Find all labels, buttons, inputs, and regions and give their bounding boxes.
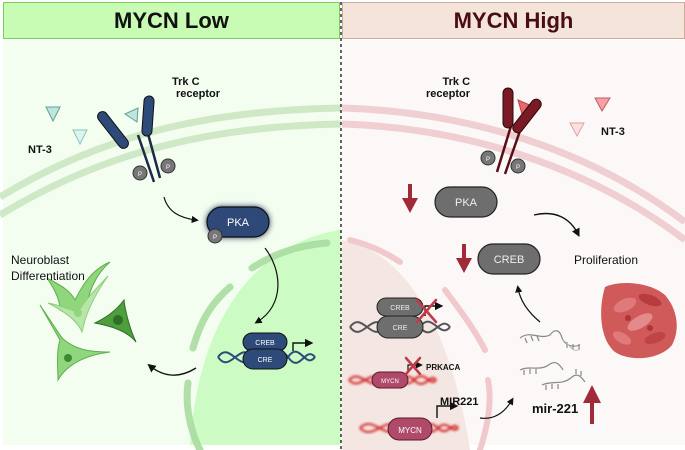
increase-arrow-icon [583, 385, 601, 424]
receptor-label-line2: receptor [426, 88, 471, 100]
mirna-label: mir-221 [532, 401, 578, 416]
transcription-start-arrow [407, 361, 423, 372]
high-nuclear-envelope [347, 237, 493, 450]
ligand-label: NT-3 [28, 144, 52, 156]
cre-node: CRE [376, 315, 424, 339]
transcription-start-arrow [292, 338, 314, 351]
receptor-label-line1: Trk C [172, 76, 200, 88]
nt3-ligand-icon [45, 106, 61, 123]
creb-node: CREB [242, 332, 288, 352]
mycn-small-node: MYCN [371, 371, 409, 389]
phosphate-icon: P [510, 158, 526, 174]
phosphate-icon: P [207, 228, 223, 244]
outcome-label-line2: Differentiation [11, 269, 85, 283]
nt3-ligand-icon [72, 129, 88, 146]
neuron-cell-icon [39, 304, 111, 382]
prkaca-gene-label: PRKACA [426, 363, 460, 372]
mir221-gene-label: MIR221 [440, 396, 479, 408]
svg-text:PKA: PKA [455, 197, 478, 209]
neuron-cell-icon [47, 275, 109, 334]
nt3-ligand-icon [123, 107, 139, 123]
trkc-receptor-icon [495, 87, 542, 175]
receptor-label-line2: receptor [176, 88, 221, 100]
pka-node: PKA [434, 186, 498, 218]
outcome-label-line1: Neuroblast [11, 253, 70, 267]
high-nucleus [342, 240, 470, 450]
phosphate-icon: P [480, 150, 496, 166]
blocked-x-icon [404, 356, 422, 376]
outcome-label: Proliferation [574, 253, 639, 267]
low-nuclear-envelope [183, 239, 331, 450]
phosphate-icon: P [160, 158, 176, 174]
high-cell-membrane [341, 104, 685, 243]
creb-node: CREB [477, 243, 541, 275]
arrow-to-differentiation [147, 363, 197, 376]
decrease-arrow-icon [456, 244, 472, 273]
transcription-start-arrow [436, 401, 459, 418]
mirna-icon [562, 339, 579, 351]
svg-text:MYCN: MYCN [381, 379, 399, 385]
arrow-to-mirna [479, 397, 514, 419]
svg-text:CREB: CREB [390, 305, 410, 312]
svg-text:P: P [138, 172, 142, 178]
svg-text:MYCN: MYCN [398, 426, 422, 435]
svg-text:CREB: CREB [494, 254, 525, 266]
svg-text:PKA: PKA [227, 217, 250, 229]
blocked-x-icon [415, 298, 438, 324]
receptor-label-line1: Trk C [442, 76, 471, 88]
panel-title: MYCN High [453, 7, 574, 33]
pka-node: PKA [206, 206, 270, 238]
svg-text:P: P [516, 165, 520, 171]
svg-text:P: P [166, 165, 170, 171]
mirna-icon [519, 330, 586, 390]
arrow-mirna-to-creb [515, 285, 541, 323]
svg-text:P: P [213, 235, 217, 241]
svg-text:CRE: CRE [393, 325, 408, 332]
receptor-label: Trk C receptor [426, 76, 470, 100]
outcome-label: Neuroblast Differentiation [11, 252, 85, 284]
mycn-large-node: MYCN [387, 417, 433, 441]
trkc-receptor-icon [97, 95, 162, 183]
panel-title: MYCN Low [114, 7, 229, 33]
arrow-receptor-to-pka [163, 196, 199, 224]
neuron-cell-icon [93, 298, 137, 343]
panel-header-mycn-high: MYCN High [342, 2, 685, 39]
receptor-label: Trk C receptor [172, 76, 220, 100]
svg-text:P: P [486, 157, 490, 163]
panel-header-mycn-low: MYCN Low [3, 2, 340, 39]
ligand-label: NT-3 [601, 126, 625, 138]
svg-text:CREB: CREB [255, 340, 275, 347]
low-cell-membrane [0, 104, 342, 218]
nt3-ligand-icon [569, 122, 585, 138]
nt3-ligand-icon [594, 97, 611, 113]
svg-text:CRE: CRE [258, 357, 273, 364]
arrow-pka-to-creb [254, 247, 279, 324]
arrow-to-proliferation [533, 212, 580, 238]
decrease-arrow-icon [402, 184, 418, 213]
phosphate-icon: P [132, 165, 148, 181]
cre-node: CRE [242, 348, 288, 370]
tumor-cell-cluster-icon [601, 283, 677, 359]
